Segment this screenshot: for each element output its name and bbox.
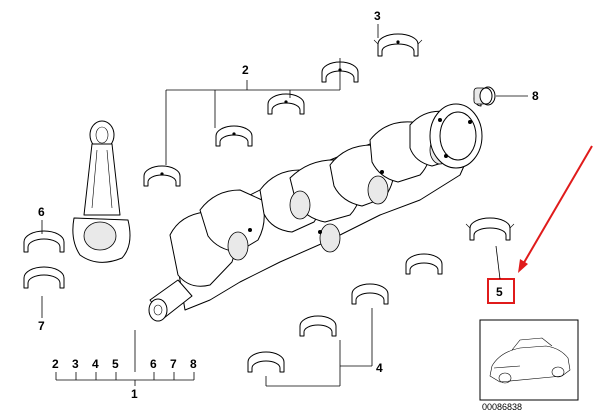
callout-5-leader <box>495 245 501 280</box>
bearing-shell <box>405 253 443 275</box>
bearing-shell <box>351 283 389 305</box>
callout-5-highlight-box <box>487 278 515 304</box>
legend: 2 3 4 5 6 7 8 <box>52 330 197 386</box>
upper-bearing-shells <box>143 33 423 187</box>
bearing-shell <box>299 315 337 337</box>
connecting-rod <box>72 120 131 263</box>
callout-1: 1 <box>131 387 138 401</box>
bearing-shell <box>215 125 253 147</box>
lower-bearing-shells <box>247 217 515 373</box>
callout-8: 8 <box>532 89 539 103</box>
callout-3: 3 <box>374 9 381 23</box>
bearing-shell <box>247 351 285 373</box>
legend-item: 4 <box>92 357 99 371</box>
vehicle-thumbnail: 00086838 <box>479 319 579 412</box>
callout-2: 2 <box>242 63 249 77</box>
rod-bearing-upper <box>23 230 65 253</box>
callout-6: 6 <box>38 205 45 219</box>
legend-item: 8 <box>190 357 197 371</box>
crankshaft <box>148 103 483 322</box>
legend-item: 2 <box>52 357 59 371</box>
callout-4-leaders <box>265 308 373 387</box>
reference-number: 00086838 <box>482 402 522 412</box>
callout-4: 4 <box>376 361 383 375</box>
bearing-shell <box>267 93 305 115</box>
red-arrow <box>518 145 593 273</box>
rod-bearing-lower <box>23 266 65 289</box>
legend-item: 3 <box>72 357 79 371</box>
legend-item: 6 <box>150 357 157 371</box>
callout-2-leaders <box>165 58 341 165</box>
bearing-shell <box>143 165 181 187</box>
thrust-bearing-shell-lower <box>465 217 515 241</box>
legend-item: 7 <box>170 357 177 371</box>
thrust-bearing-shell <box>373 33 423 57</box>
legend-item: 5 <box>112 357 119 371</box>
callout-5: 5 <box>496 285 503 299</box>
car-icon <box>489 337 571 384</box>
callout-7: 7 <box>38 319 45 333</box>
pilot-bushing <box>473 86 496 107</box>
